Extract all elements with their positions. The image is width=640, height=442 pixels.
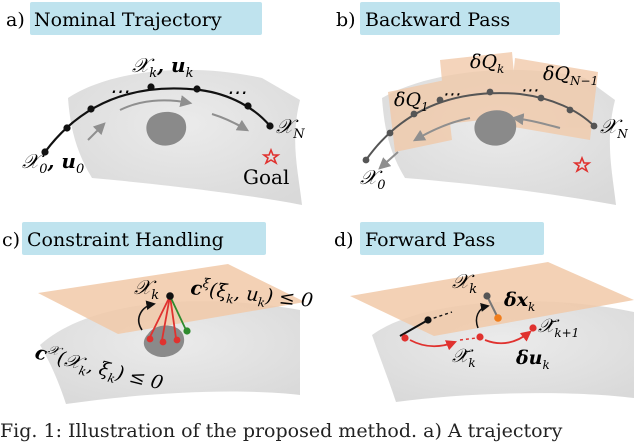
panel-d-nominal-dash: [427, 311, 453, 321]
panel-b-ellipsis-left: ⋯: [442, 84, 460, 105]
panel-d-label-du: δuk: [515, 347, 550, 372]
figure-caption: Fig. 1: Illustration of the proposed met…: [0, 420, 563, 442]
panel-c-red-node: [159, 338, 167, 346]
panel-b-label-dqk: δQk: [470, 51, 504, 76]
panel-a-flow-arrows: [87, 95, 250, 141]
panel-b-title: Backward Pass: [365, 9, 510, 31]
panel-b-obstacle: [474, 110, 517, 146]
panel-d-red-node: [401, 334, 409, 342]
panel-c-constraint-rays: [149, 295, 187, 341]
panel-d: d) Forward Pass 𝒳k δxk 𝒳̄k+1 𝒳̄k δuk: [334, 222, 634, 402]
panel-d-red-node: [529, 324, 537, 332]
panel-b: b) Backward Pass ⋯ ⋯ δQ1 δQk: [336, 2, 628, 206]
panel-a-label-xk-uk: 𝒳k, uk: [132, 53, 194, 81]
panel-a-letter: a): [6, 9, 25, 31]
panel-d-title: Forward Pass: [365, 229, 495, 251]
panel-c: c) Constraint Handling 𝒳k cξ(ξk, uk) ≤ 0…: [2, 222, 314, 404]
panel-b-label-x0: 𝒳0: [360, 165, 385, 193]
panel-c-title: Constraint Handling: [27, 229, 224, 251]
panel-d-nominal-node: [424, 316, 432, 324]
figure-canvas: a) Nominal Trajectory ⋯ ⋯ 𝒳k, uk 𝒳0, u0 …: [2, 2, 634, 404]
panel-c-rotate-arrow: [138, 300, 156, 331]
panel-b-letter: b): [336, 9, 356, 31]
panel-d-plane: [350, 262, 634, 336]
panel-b-label-xn: 𝒳N: [600, 114, 628, 141]
panel-d-label-dx: δxk: [503, 289, 535, 314]
panel-d-delta-x-line: [486, 295, 499, 319]
panel-d-title-box: [360, 222, 544, 255]
panel-b-nodes: [362, 88, 598, 164]
panel-d-rotate-arrow: [475, 303, 490, 329]
panel-a-label-xn: 𝒳N: [276, 114, 305, 142]
panel-b-title-box: [360, 2, 560, 35]
panel-b-q-planes: [388, 52, 598, 152]
panel-a-ellipsis-left: ⋯: [109, 79, 129, 103]
panel-a-ellipsis-right: ⋯: [226, 80, 246, 104]
goal-star-icon: [572, 155, 592, 173]
panel-a-label-x0-u0: 𝒳0, u0: [22, 149, 84, 177]
panel-b-label-dqn1: δQN−1: [543, 63, 598, 88]
goal-star-icon: [261, 147, 281, 165]
q-plane-k: [440, 52, 518, 124]
panel-d-nominal-segment: [399, 319, 429, 337]
panel-d-state-node: [483, 292, 491, 300]
panel-a-title: Nominal Trajectory: [34, 9, 222, 31]
panel-b-backward-arrows: [378, 113, 561, 170]
panel-a-goal-label: Goal: [243, 165, 289, 189]
panel-c-red-node: [173, 336, 181, 344]
panel-d-red-arrow: [484, 330, 532, 345]
panel-a-obstacle: [146, 111, 187, 146]
panel-d-label-xk: 𝒳k: [452, 269, 477, 297]
panel-b-label-dq1: δQ1: [394, 89, 429, 114]
panel-d-red-node: [476, 333, 484, 341]
panel-d-red-arrow: [409, 339, 458, 351]
panel-c-constraint-xi: cξ(ξk, uk) ≤ 0: [189, 275, 314, 315]
panel-a-title-box: [30, 2, 262, 35]
panel-d-orange-node: [494, 314, 502, 322]
panel-d-red-dash: [459, 337, 477, 341]
panel-c-letter: c): [2, 229, 20, 251]
q-plane-1: [388, 80, 452, 152]
panel-a-nodes: [41, 83, 274, 156]
panel-c-red-node: [146, 335, 154, 343]
panel-c-green-node: [183, 327, 191, 335]
panel-a: a) Nominal Trajectory ⋯ ⋯ 𝒳k, uk 𝒳0, u0 …: [6, 2, 305, 206]
panel-d-letter: d): [334, 229, 354, 251]
panel-b-ellipsis-right: ⋯: [520, 80, 538, 101]
q-plane-n1: [508, 58, 598, 140]
panel-c-state-node: [166, 292, 174, 300]
panel-c-title-box: [22, 222, 266, 255]
